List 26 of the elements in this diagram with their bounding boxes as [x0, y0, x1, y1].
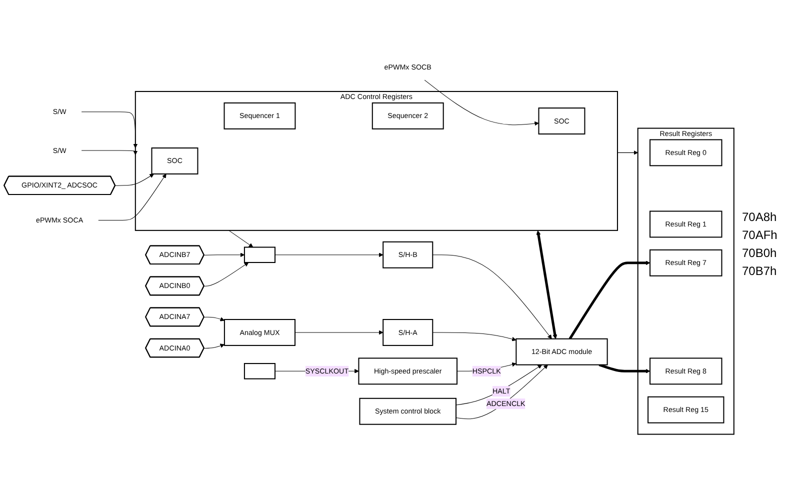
- arrow: [81, 150, 138, 155]
- arrow: [204, 316, 225, 322]
- arrow: [204, 252, 245, 257]
- node-box: [244, 362, 276, 380]
- arrow: [204, 343, 225, 348]
- arrow: [204, 262, 249, 286]
- arrow: [568, 260, 650, 340]
- register-address: 70A8h: [742, 209, 778, 226]
- arrow: [294, 330, 384, 335]
- node-box: [244, 246, 276, 263]
- arrow: [536, 230, 558, 339]
- register-address: 70B7h: [742, 263, 778, 280]
- arrow: [274, 252, 384, 257]
- arrow: [115, 174, 154, 186]
- arrow: [598, 363, 650, 374]
- arrow: [456, 364, 548, 420]
- arrow: [81, 111, 138, 148]
- arrow: [228, 230, 254, 248]
- register-address: 70AFh: [742, 227, 778, 244]
- arrow: [456, 364, 542, 406]
- arrow: [432, 332, 516, 342]
- register-address: 70B0h: [742, 245, 778, 262]
- arrow: [432, 254, 552, 339]
- arrow: [98, 174, 166, 220]
- arrow: [424, 80, 539, 126]
- arrow: [617, 150, 638, 155]
